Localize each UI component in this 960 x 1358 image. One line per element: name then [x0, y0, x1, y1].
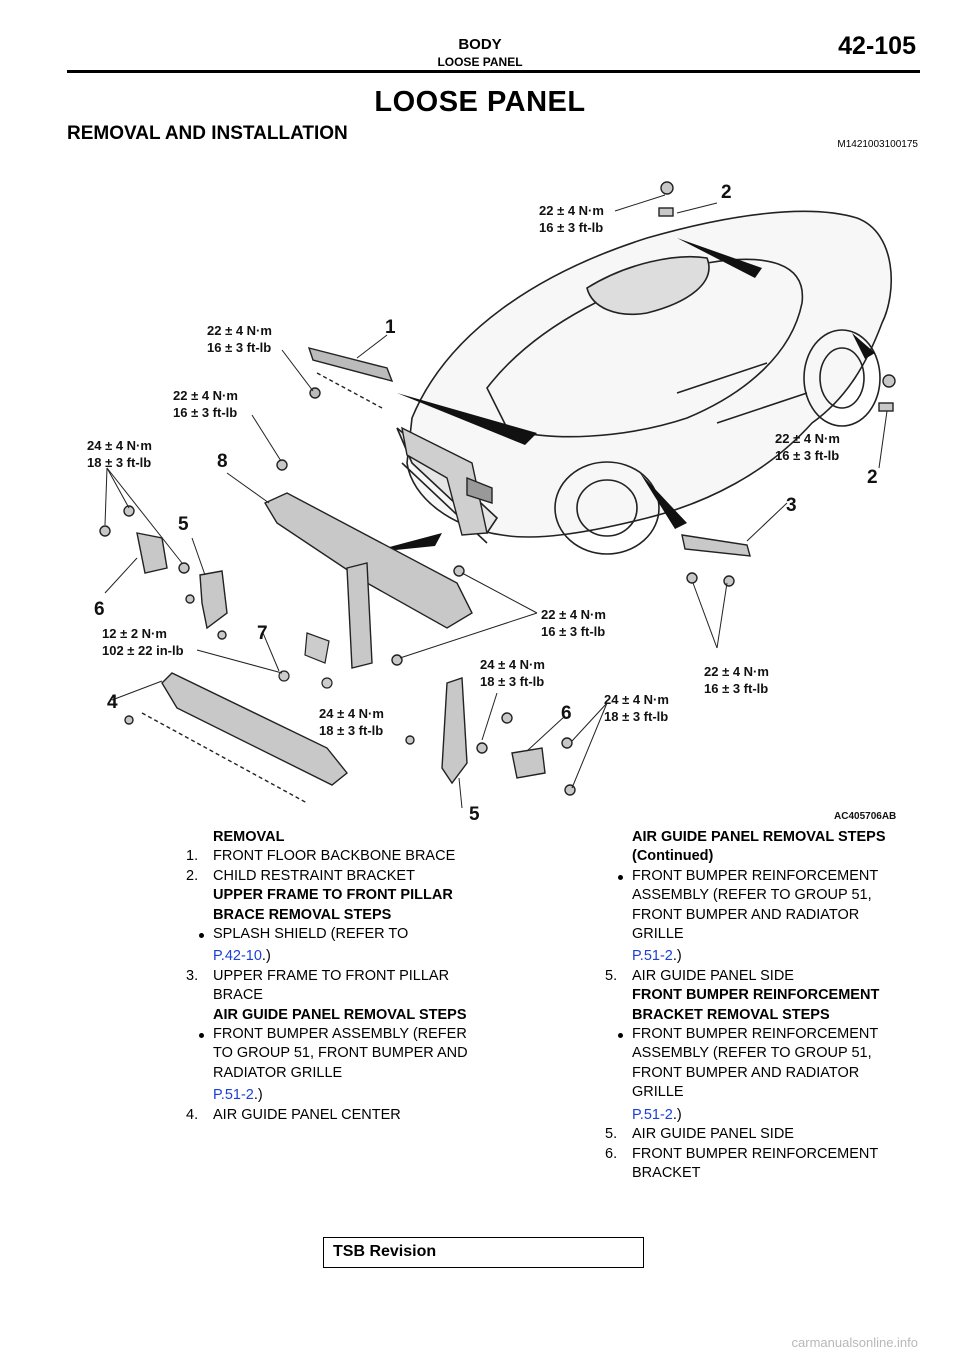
page-reference-link[interactable]: P.51-2: [632, 948, 673, 965]
torque-label: 22 ± 4 N·m: [541, 607, 606, 622]
callout-1: 1: [385, 317, 396, 338]
torque-label: 22 ± 4 N·m: [775, 431, 840, 446]
header-divider: [67, 70, 920, 73]
tsb-revision-box: TSB Revision: [323, 1237, 644, 1268]
left-column: REMOVAL 1.FRONT FLOOR BACKBONE BRACE 2.C…: [186, 828, 486, 1125]
torque-label: 18 ± 3 ft-lb: [87, 455, 151, 470]
torque-label: 22 ± 4 N·m: [704, 664, 769, 679]
procedure-heading: AIR GUIDE PANEL REMOVAL STEPS (Continued…: [632, 829, 886, 865]
torque-label: 24 ± 4 N·m: [480, 657, 545, 672]
list-item: 3.UPPER FRAME TO FRONT PILLAR BRACE: [186, 967, 450, 1004]
right-column: AIR GUIDE PANEL REMOVAL STEPS (Continued…: [605, 828, 905, 1183]
torque-label: 18 ± 3 ft-lb: [604, 709, 668, 724]
callout-3: 3: [786, 495, 797, 516]
torque-label: 16 ± 3 ft-lb: [207, 340, 271, 355]
torque-label: 22 ± 4 N·m: [539, 203, 604, 218]
document-id: M1421003100175: [837, 139, 918, 150]
list-item: FRONT BUMPER REINFORCEMENT ASSEMBLY (REF…: [605, 867, 905, 967]
torque-label: 12 ± 2 N·m: [102, 626, 167, 641]
list-item: SPLASH SHIELD (REFER TO P.42-10.): [186, 925, 486, 967]
callout-4: 4: [107, 692, 118, 713]
list-item: 6.FRONT BUMPER REINFORCEMENT BRACKET: [605, 1145, 878, 1181]
footer-watermark: carmanualsonline.info: [791, 1335, 918, 1350]
figure-code: AC405706AB: [834, 811, 896, 822]
part-4-air-guide-center: [124, 672, 348, 804]
torque-label: 24 ± 4 N·m: [319, 706, 384, 721]
callout-8: 8: [217, 451, 228, 472]
list-item: FRONT BUMPER ASSEMBLY (REFER TO GROUP 51…: [186, 1025, 486, 1106]
torque-label: 18 ± 3 ft-lb: [480, 674, 544, 689]
page-title: LOOSE PANEL: [374, 86, 586, 118]
procedure-heading: AIR GUIDE PANEL REMOVAL STEPS: [213, 1006, 467, 1023]
exploded-view-figure: 2 22 ± 4 N·m 16 ± 3 ft-lb 1 22 ± 4 N·m 1…: [67, 163, 920, 825]
removal-heading: REMOVAL: [213, 829, 285, 845]
list-item: 2.CHILD RESTRAINT BRACKET: [186, 867, 415, 884]
bullet-icon: [199, 1033, 204, 1039]
list-item: 1.FRONT FLOOR BACKBONE BRACE: [186, 848, 456, 865]
torque-label: 16 ± 3 ft-lb: [775, 448, 839, 463]
callout-6-lower: 6: [561, 703, 572, 724]
torque-label: 16 ± 3 ft-lb: [541, 624, 605, 639]
torque-label: 18 ± 3 ft-lb: [319, 723, 383, 738]
header-group: BODY: [458, 36, 502, 53]
torque-label: 22 ± 4 N·m: [207, 323, 272, 338]
procedure-heading: FRONT BUMPER REINFORCEMENT BRACKET REMOV…: [632, 987, 880, 1023]
callout-5-left: 5: [178, 514, 189, 535]
torque-label: 16 ± 3 ft-lb: [704, 681, 768, 696]
torque-label: 22 ± 4 N·m: [173, 388, 238, 403]
list-item: FRONT BUMPER REINFORCEMENT ASSEMBLY (REF…: [605, 1025, 905, 1125]
page-reference-link[interactable]: P.51-2: [632, 1106, 673, 1123]
list-item: 4.AIR GUIDE PANEL CENTER: [186, 1106, 401, 1123]
torque-label: 16 ± 3 ft-lb: [173, 405, 237, 420]
procedure-heading: UPPER FRAME TO FRONT PILLAR BRACE REMOVA…: [213, 887, 453, 923]
list-item: 5.AIR GUIDE PANEL SIDE: [605, 967, 794, 984]
torque-label: 102 ± 22 in-lb: [102, 643, 184, 658]
bullet-icon: [618, 874, 623, 880]
header-section: LOOSE PANEL: [437, 55, 523, 69]
torque-label: 24 ± 4 N·m: [87, 438, 152, 453]
page-number: 42-105: [838, 32, 916, 60]
part-8-upper-frame-brace: [263, 459, 473, 669]
callout-5-lower: 5: [469, 804, 480, 825]
callout-6-left: 6: [94, 599, 105, 620]
page-reference-link[interactable]: P.51-2: [213, 1087, 254, 1104]
bullet-icon: [199, 933, 204, 939]
callout-7: 7: [257, 623, 268, 644]
callout-2-top: 2: [721, 182, 732, 203]
callout-2-right: 2: [867, 467, 878, 488]
page-reference-link[interactable]: P.42-10: [213, 948, 262, 965]
torque-label: 24 ± 4 N·m: [604, 692, 669, 707]
bullet-icon: [618, 1033, 623, 1039]
list-item: 5.AIR GUIDE PANEL SIDE: [605, 1126, 794, 1143]
torque-label: 16 ± 3 ft-lb: [539, 220, 603, 235]
section-heading: REMOVAL AND INSTALLATION: [67, 123, 348, 144]
